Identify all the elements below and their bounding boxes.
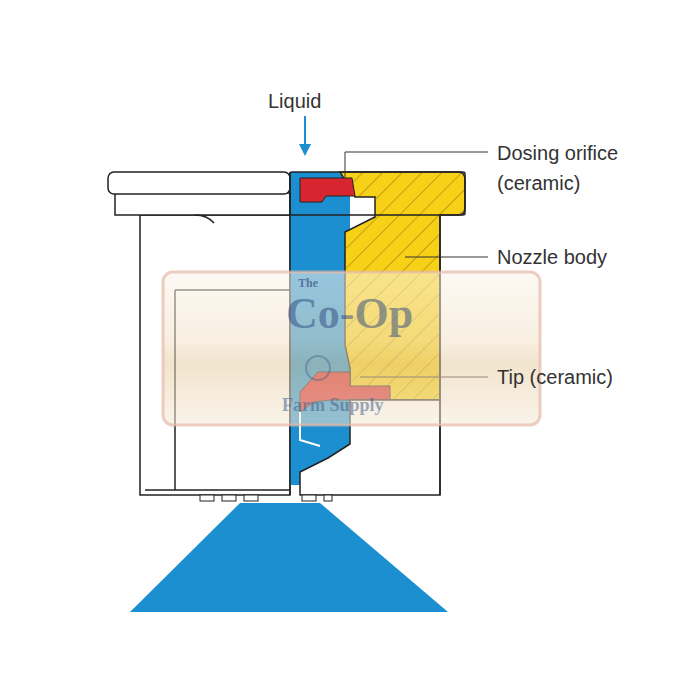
- watermark-text: The: [298, 276, 318, 290]
- watermark-emblem: [306, 356, 330, 380]
- part-label: Nozzle body: [497, 242, 607, 272]
- watermark-text: Co-Op: [286, 290, 413, 338]
- spray-fan: [130, 503, 448, 612]
- outlet-teeth: [200, 495, 332, 501]
- part-label: Tip (ceramic): [497, 362, 613, 392]
- watermark-text: Farm Supply: [282, 394, 384, 416]
- part-label: Dosing orifice (ceramic): [497, 138, 667, 198]
- flow-label: Liquid: [268, 86, 321, 116]
- liquid-arrow: [299, 116, 311, 156]
- watermark-panel: [163, 272, 540, 425]
